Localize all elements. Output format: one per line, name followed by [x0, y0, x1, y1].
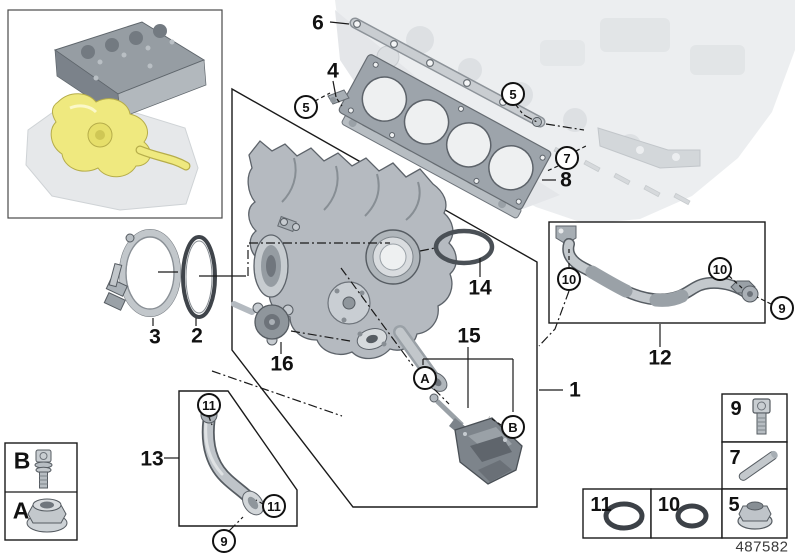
bolt-b-icon: [34, 449, 53, 489]
legend-boxes: [582, 393, 788, 539]
oil-return-pipe-box: [178, 390, 298, 527]
callout-2[interactable]: 2: [191, 324, 203, 348]
callout-1[interactable]: 1: [569, 378, 581, 402]
diagram-number: 487582: [735, 538, 789, 556]
callout-6[interactable]: 6: [312, 11, 324, 35]
callout-16[interactable]: 16: [270, 352, 294, 376]
callout-15[interactable]: 15: [457, 324, 481, 348]
o-ring-10-icon: [675, 503, 709, 529]
callout-14[interactable]: 14: [468, 276, 492, 300]
oil-supply-line-box: [548, 221, 766, 324]
callout-a-circle[interactable]: A: [413, 366, 437, 390]
callout-10-circle-left[interactable]: 10: [557, 267, 581, 291]
legend-label-b[interactable]: B: [13, 447, 31, 474]
callout-8[interactable]: 8: [560, 168, 572, 192]
fastener-legend-box: [4, 442, 78, 541]
nut-a-icon: [26, 498, 68, 533]
callout-3[interactable]: 3: [149, 325, 161, 349]
leader-lines: [152, 21, 772, 532]
stud-pin-icon: [738, 450, 778, 481]
callout-b-circle[interactable]: B: [501, 415, 525, 439]
socket-screw-icon: [752, 398, 771, 435]
main-assembly-box: [231, 87, 538, 508]
legend-label-5[interactable]: 5: [728, 494, 740, 516]
support-bracket: [327, 89, 350, 105]
callout-13[interactable]: 13: [140, 447, 164, 471]
v-band-clamp: [103, 229, 181, 317]
callout-11-circle-top[interactable]: 11: [197, 393, 221, 417]
pressure-converter-valve: [231, 301, 294, 346]
callout-9-circle-right[interactable]: 9: [770, 296, 794, 320]
wastegate-actuator: [429, 393, 523, 485]
manifold-turbo-illustration: [247, 140, 457, 392]
legend-label-9[interactable]: 9: [730, 398, 742, 420]
legend-label-7[interactable]: 7: [729, 447, 741, 469]
callout-5-circle-left[interactable]: 5: [294, 95, 318, 119]
o-ring-14: [433, 228, 495, 266]
legend-label-a[interactable]: A: [12, 497, 30, 524]
callout-5-circle-right[interactable]: 5: [501, 82, 525, 106]
legend-label-10[interactable]: 10: [657, 494, 681, 516]
gasket-ring: [181, 235, 217, 319]
callout-10-circle-right[interactable]: 10: [708, 257, 732, 281]
callout-12[interactable]: 12: [648, 346, 672, 370]
legend-label-11[interactable]: 11: [590, 494, 612, 516]
callout-9-circle-bottom[interactable]: 9: [212, 529, 236, 553]
o-ring-11-icon: [603, 501, 645, 531]
callout-7-circle[interactable]: 7: [555, 146, 579, 170]
flange-nut-icon: [737, 501, 773, 530]
callout-4[interactable]: 4: [327, 59, 339, 83]
manifold-gasket: [338, 54, 552, 210]
highlighted-turbocharger: [50, 93, 191, 178]
callout-11-circle-right[interactable]: 11: [262, 494, 286, 518]
engine-thumbnail: [7, 9, 223, 219]
